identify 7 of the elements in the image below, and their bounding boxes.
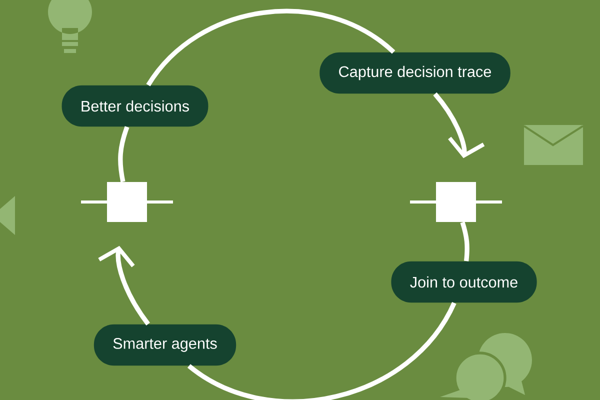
step-pill: Capture decision trace [320, 52, 510, 94]
step-pill: Better decisions [62, 85, 208, 127]
square-marker [81, 182, 173, 222]
square-marker [410, 182, 502, 222]
cycle-arrow [98, 246, 150, 326]
step-pill: Join to outcome [391, 261, 537, 303]
step-pill: Smarter agents [94, 324, 236, 366]
